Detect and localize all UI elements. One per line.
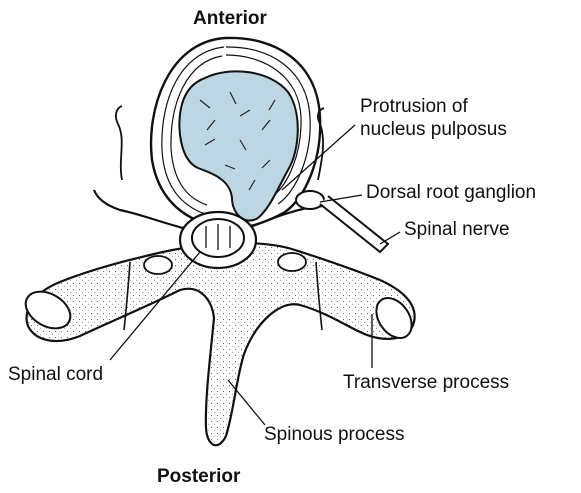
transverse-process-label: Transverse process bbox=[343, 372, 509, 395]
posterior-label: Posterior bbox=[157, 466, 240, 489]
protrusion-label-line2: nucleus pulposus bbox=[360, 119, 507, 142]
right-dorsal-root-ganglion bbox=[296, 191, 324, 209]
spinal-nerve-label: Spinal nerve bbox=[404, 219, 510, 242]
protrusion-label-line1: Protrusion of bbox=[360, 96, 468, 119]
spinous-process-label: Spinous process bbox=[264, 424, 404, 447]
left-vessel bbox=[116, 106, 122, 180]
left-facet bbox=[144, 256, 172, 274]
spinal-cord-label: Spinal cord bbox=[8, 364, 103, 387]
leader-spinal-nerve bbox=[380, 232, 400, 244]
vertebral-arch bbox=[27, 243, 415, 445]
dorsal-root-ganglion-label: Dorsal root ganglion bbox=[366, 182, 536, 205]
right-facet bbox=[278, 253, 306, 271]
anterior-label: Anterior bbox=[193, 8, 267, 31]
